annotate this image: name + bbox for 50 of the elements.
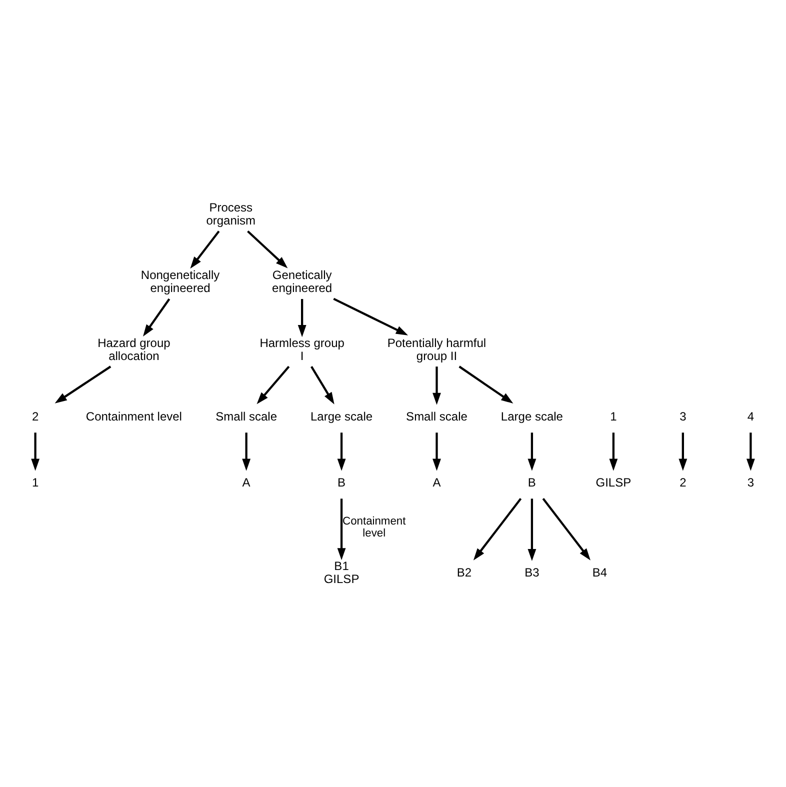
node-text: GILSP xyxy=(596,474,632,489)
node-text: Genetically engineered xyxy=(272,268,332,295)
arrow xyxy=(242,432,251,470)
node-text: A xyxy=(242,474,250,489)
node-text: Nongenetically engineered xyxy=(140,268,220,295)
node-text: Harmless group I xyxy=(260,335,344,362)
node-text: 1 xyxy=(32,474,39,489)
arrow xyxy=(528,498,536,561)
node-text: B1 GILSP xyxy=(324,558,360,586)
arrow xyxy=(473,498,522,560)
node-text: B xyxy=(528,474,536,489)
node-text: 2 xyxy=(680,474,686,489)
arrow xyxy=(678,432,688,470)
label: Containment level xyxy=(86,408,182,423)
node-text: B xyxy=(338,474,346,489)
arrow xyxy=(528,432,536,470)
node-text: 2 xyxy=(32,408,39,423)
arrow xyxy=(54,365,112,403)
arrow xyxy=(310,366,334,404)
node-text: 1 xyxy=(610,408,617,423)
arrow xyxy=(458,365,514,403)
arrow xyxy=(247,230,288,268)
edge-label: Containment level xyxy=(342,515,406,540)
arrow xyxy=(337,432,346,470)
arrow xyxy=(298,298,306,337)
node-text: A xyxy=(432,474,441,489)
arrow xyxy=(143,298,170,336)
node-text: Small scale xyxy=(216,408,278,423)
node-text: Hazard group allocation xyxy=(98,335,170,362)
arrow xyxy=(746,432,755,470)
node-text: B4 xyxy=(592,564,608,579)
arrow xyxy=(31,432,40,470)
node-text: Small scale xyxy=(406,408,468,423)
arrow xyxy=(190,230,220,268)
node-text: B2 xyxy=(456,564,472,579)
node-text: Large scale xyxy=(500,408,563,423)
node-text: 3 xyxy=(680,408,686,423)
arrow xyxy=(333,297,408,335)
arrow xyxy=(542,498,590,560)
arrow xyxy=(432,432,441,470)
node-text: Large scale xyxy=(310,408,373,423)
node-text: Potentially harmful group II xyxy=(387,335,486,362)
node-text: 4 xyxy=(747,408,754,423)
arrow xyxy=(256,365,290,404)
arrow xyxy=(337,498,346,560)
node-text: B3 xyxy=(524,564,540,579)
node-text: Process organism xyxy=(206,200,256,227)
arrow xyxy=(432,366,441,404)
node-text: 3 xyxy=(747,474,754,489)
arrow xyxy=(609,432,618,470)
